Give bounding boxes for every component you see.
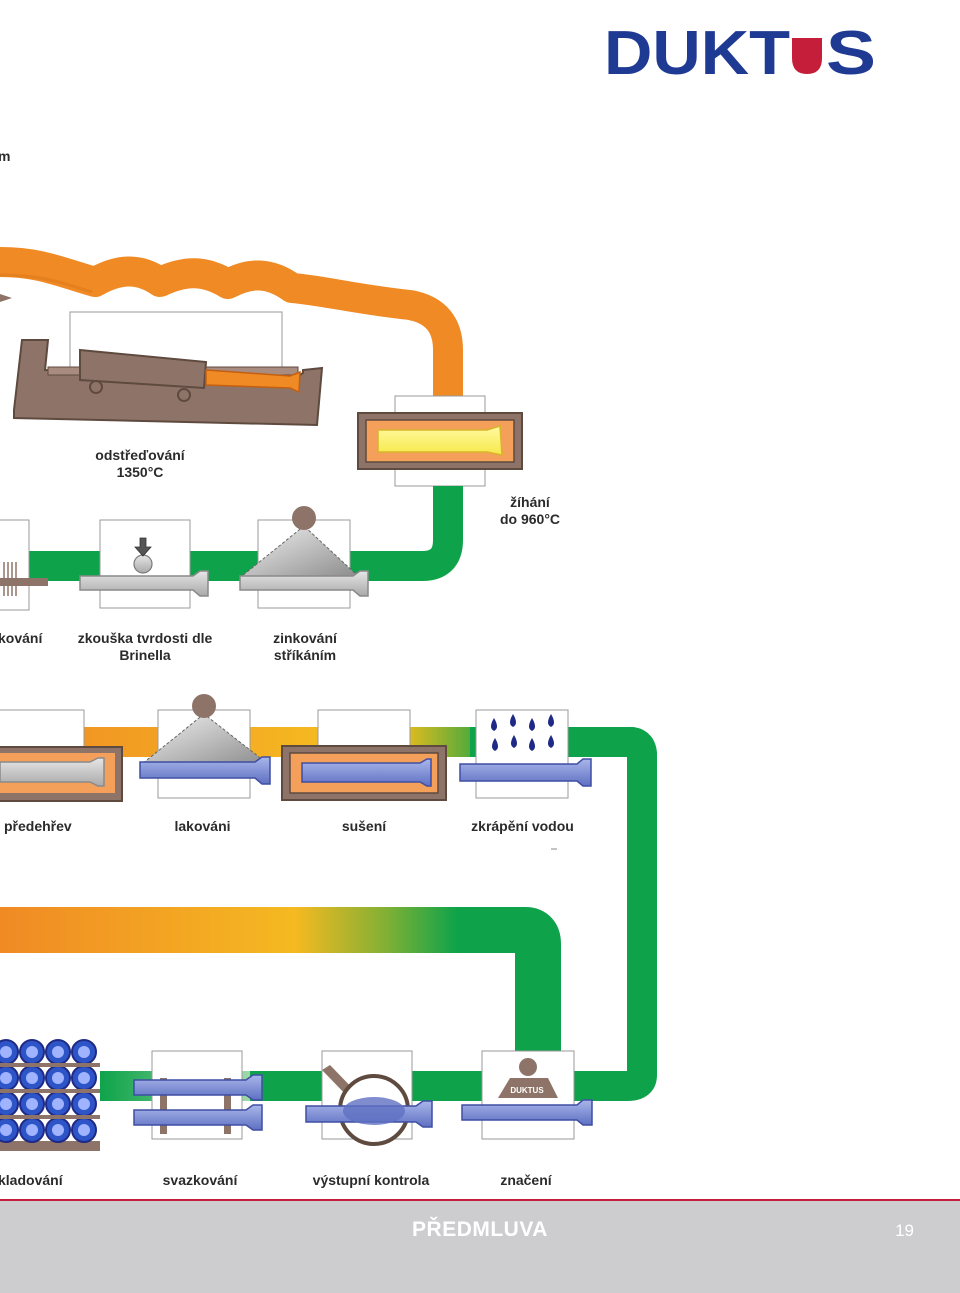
label-coating: lakováni (174, 818, 231, 834)
label-marking: značení (500, 1172, 552, 1188)
zinc-spray-station (239, 506, 369, 609)
bundling-station (133, 1050, 263, 1140)
cut-text: m (0, 148, 11, 164)
page-number: 19 (895, 1221, 914, 1240)
footer-title: PŘEDMLUVA (412, 1218, 548, 1241)
storage-stack (0, 1039, 100, 1151)
preheat-station (0, 709, 123, 802)
water-drops-icon (491, 714, 554, 751)
coating-station (139, 694, 271, 799)
label-preheat: předehřev (4, 818, 72, 834)
quench-station (459, 709, 592, 799)
page-footer: PŘEDMLUVA 19 (0, 1199, 960, 1293)
label-quench: zkrápění vodou (471, 818, 574, 834)
label-zinc: zinkování stříkáním (273, 630, 337, 663)
label-drying: sušení (341, 818, 387, 834)
gradient-flow-band-3 (0, 907, 561, 1070)
inspection-station (305, 1050, 433, 1146)
hot-flow-band (0, 247, 463, 400)
drying-station (281, 709, 447, 801)
svg-text:S: S (826, 19, 876, 80)
label-storage: kladování (0, 1172, 63, 1188)
hardness-test-station (79, 519, 209, 609)
marking-logo-text: DUKTUS (510, 1086, 544, 1095)
centrifugal-machine (0, 294, 324, 427)
partial-station (0, 519, 48, 611)
svg-text:DUKT: DUKT (604, 19, 790, 80)
duktus-logo: DUKT S (604, 19, 876, 80)
label-bundling: svazkování (162, 1172, 238, 1188)
label-annealing: žíhání do 960°C (499, 494, 561, 527)
label-hardness: zkouška tvrdosti dle Brinella (77, 630, 213, 663)
marking-station: DUKTUS (461, 1050, 593, 1140)
cool-flow-band-1 (0, 486, 463, 581)
label-partial: kování (0, 630, 43, 646)
label-inspection: výstupní kontrola (312, 1172, 430, 1188)
gradient-flow-band-2 (0, 727, 657, 1101)
label-centrifugal: odstřeďování 1350°C (95, 447, 185, 480)
annealing-furnace (357, 395, 523, 487)
